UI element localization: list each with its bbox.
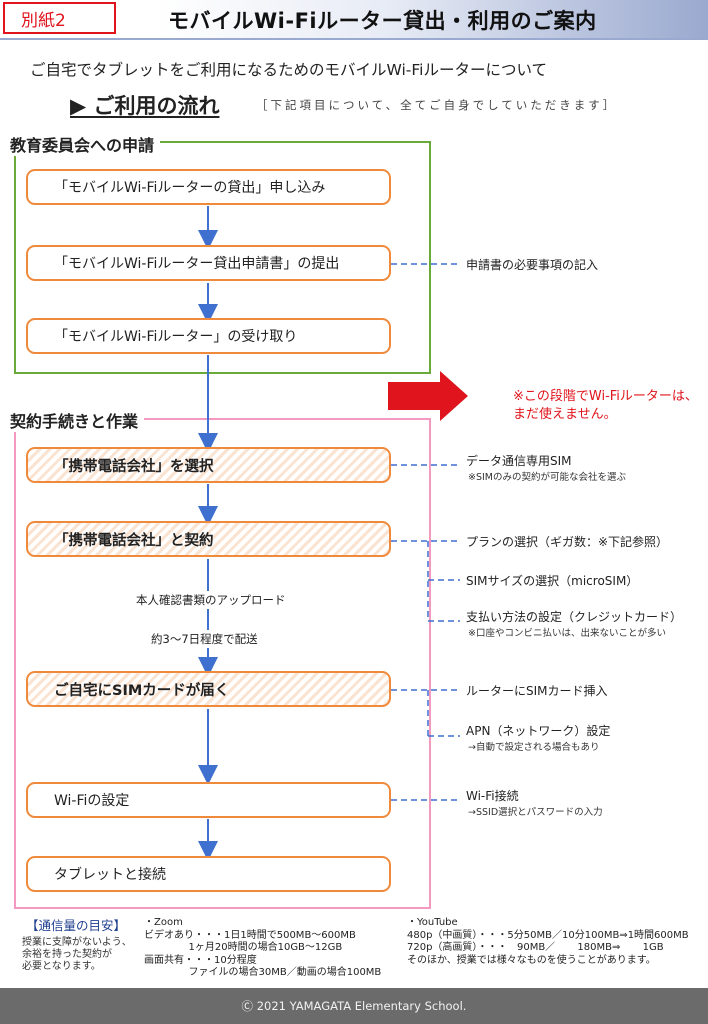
warning-arrow-icon bbox=[388, 371, 468, 421]
zoom-line: ・Zoom bbox=[144, 917, 183, 928]
youtube-line: 720p（高画質）・・・ 90MB／ 180MB⇒ 1GB bbox=[407, 942, 664, 953]
youtube-line: 480p（中画質）・・・5分50MB／10分100MB⇒1時間600MB bbox=[407, 929, 689, 941]
contract-section-frame bbox=[14, 418, 431, 909]
header-divider bbox=[0, 38, 708, 40]
side-note-sim-size: SIMサイズの選択（microSIM） bbox=[466, 574, 639, 588]
youtube-line: ・YouTube bbox=[407, 917, 458, 928]
usage-description: 授業に支障がないよう、 余裕を持った契約が 必要となります。 bbox=[22, 937, 132, 973]
warning-note: ※この段階でWi-Fiルーターは、 まだ使えません。 bbox=[513, 388, 698, 424]
side-note-form-fill: 申請書の必要事項の記入 bbox=[466, 258, 599, 272]
flow-heading: ▶ ご利用の流れ bbox=[70, 94, 220, 118]
zoom-line: 画面共有・・・10分程度 bbox=[144, 954, 257, 966]
middle-note-delivery: 約3～7日程度で配送 bbox=[148, 630, 261, 648]
side-note-data-sim-sub: ※SIMのみの契約が可能な会社を選ぶ bbox=[468, 472, 626, 483]
usage-desc-line: 必要となります。 bbox=[22, 961, 101, 972]
side-note-wifi-sub: →SSID選択とパスワードの入力 bbox=[468, 807, 603, 818]
page-title: モバイルWi-Fiルーター貸出・利用のご案内 bbox=[168, 9, 597, 33]
side-note-payment-sub: ※口座やコンビニ払いは、出来ないことが多い bbox=[468, 628, 666, 639]
youtube-line: そのほか、授業では様々なものを使うことがあります。 bbox=[407, 954, 656, 966]
footer: Ⓒ 2021 YAMAGATA Elementary School. bbox=[0, 988, 708, 1024]
step-contract-carrier: 「携帯電話会社」と契約 bbox=[26, 521, 391, 557]
warning-line: ※この段階でWi-Fiルーターは、 bbox=[513, 389, 698, 404]
step-select-carrier: 「携帯電話会社」を選択 bbox=[26, 447, 391, 483]
usage-label: 【通信量の目安】 bbox=[26, 918, 127, 933]
contract-section-title: 契約手続きと作業 bbox=[10, 408, 145, 432]
zoom-line: ファイルの場合30MB／動画の場合100MB bbox=[144, 967, 382, 978]
side-note-wifi: Wi-Fi接続 bbox=[466, 789, 519, 803]
application-section-frame bbox=[14, 141, 431, 374]
side-note-apn: APN（ネットワーク）設定 bbox=[466, 724, 611, 738]
flow-note: ［下記項目について、全てご自身でしていただきます］ bbox=[256, 98, 618, 112]
copyright-text: Ⓒ 2021 YAMAGATA Elementary School. bbox=[241, 999, 467, 1013]
step-connect-tablet: タブレットと接続 bbox=[26, 856, 391, 892]
zoom-line: ビデオあり・・・1日1時間で500MB～600MB bbox=[144, 929, 356, 941]
side-note-payment: 支払い方法の設定（クレジットカード） bbox=[466, 610, 683, 624]
header-band bbox=[0, 0, 708, 40]
usage-desc-line: 余裕を持った契約が bbox=[22, 949, 112, 960]
application-section-title: 教育委員会への申請 bbox=[10, 132, 161, 156]
warning-line: まだ使えません。 bbox=[513, 407, 617, 422]
side-note-apn-sub: →自動で設定される場合もあり bbox=[468, 742, 600, 753]
step-submit-form: 「モバイルWi-Fiルーター貸出申請書」の提出 bbox=[26, 245, 391, 281]
side-note-plan: プランの選択（ギガ数：※下記参照） bbox=[466, 535, 669, 549]
zoom-usage-block: ・Zoom ビデオあり・・・1日1時間で500MB～600MB 1ヶ月20時間の… bbox=[144, 917, 381, 980]
attachment-tag: 別紙2 bbox=[3, 2, 116, 34]
middle-note-upload: 本人確認書類のアップロード bbox=[133, 591, 289, 609]
youtube-usage-block: ・YouTube 480p（中画質）・・・5分50MB／10分100MB⇒1時間… bbox=[407, 917, 689, 967]
intro-text: ご自宅でタブレットをご利用になるためのモバイルWi-Fiルーターについて bbox=[30, 61, 548, 79]
step-wifi-setup: Wi-Fiの設定 bbox=[26, 782, 391, 818]
side-note-insert-sim: ルーターにSIMカード挿入 bbox=[466, 684, 608, 698]
zoom-line: 1ヶ月20時間の場合10GB～12GB bbox=[144, 942, 343, 953]
step-sim-delivered: ご自宅にSIMカードが届く bbox=[26, 671, 391, 707]
side-note-data-sim: データ通信専用SIM bbox=[466, 454, 572, 468]
step-apply-rental: 「モバイルWi-Fiルーターの貸出」申し込み bbox=[26, 169, 391, 205]
usage-desc-line: 授業に支障がないよう、 bbox=[22, 937, 132, 948]
step-receive-router: 「モバイルWi-Fiルーター」の受け取り bbox=[26, 318, 391, 354]
